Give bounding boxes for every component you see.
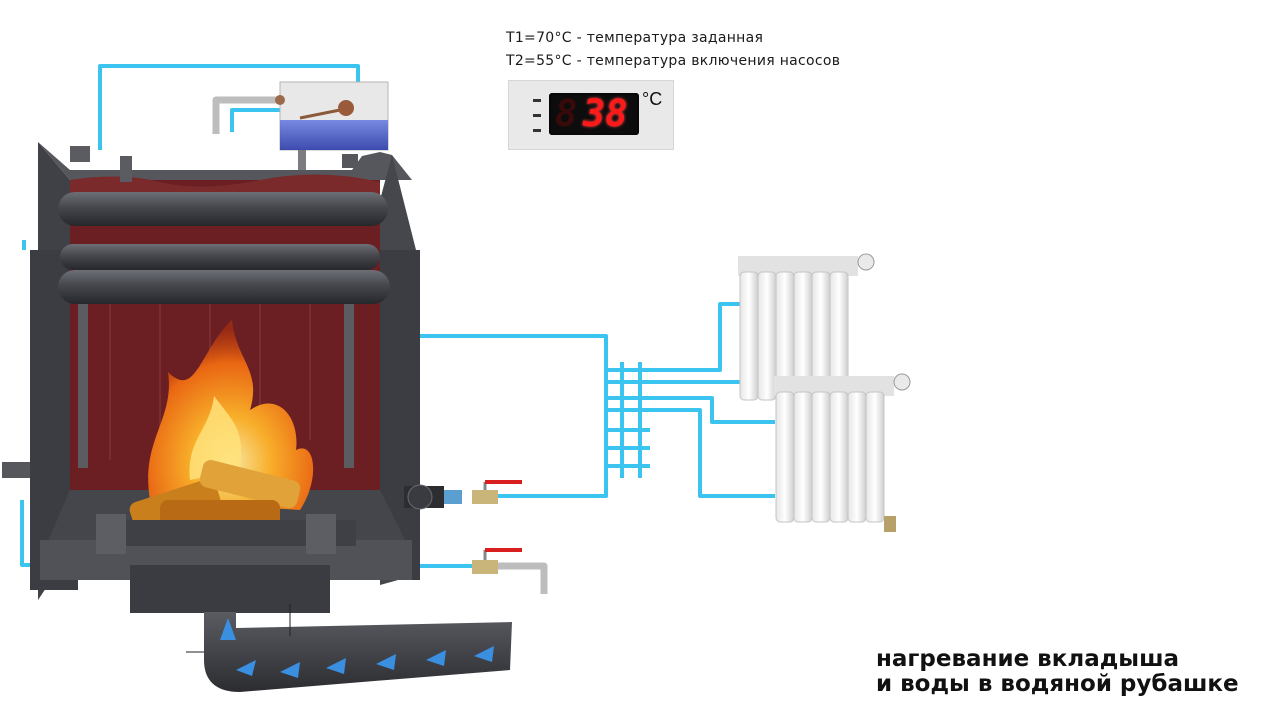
fire — [129, 320, 314, 532]
controller-tick — [533, 99, 541, 102]
valve-supply — [472, 480, 522, 504]
caption-line-2: и воды в водяной рубашке — [876, 671, 1239, 697]
controller-tick — [533, 114, 541, 117]
valve-drain — [472, 548, 522, 574]
air-intake-duct — [204, 612, 512, 692]
expansion-tank — [275, 81, 389, 186]
radiator-lower — [774, 373, 911, 532]
led-display: 8. 38 — [549, 93, 639, 135]
heat-exchanger-tubes — [58, 192, 390, 304]
firewood — [129, 460, 301, 532]
legend-t1: T1=70°C - температура заданная — [506, 30, 764, 46]
grate — [96, 514, 356, 554]
caption-line-1: нагревание вкладыша — [876, 646, 1180, 672]
water-pipes — [20, 64, 775, 568]
temperature-controller: 8. 38 °C — [508, 80, 674, 150]
controller-tick — [533, 129, 541, 132]
circulation-pump — [404, 484, 462, 510]
display-ghost-digit: 8. — [555, 92, 600, 135]
drain-pipe — [212, 96, 548, 594]
display-unit: °C — [642, 89, 663, 109]
display-reading: 38 — [583, 92, 628, 135]
float-ball — [338, 100, 354, 116]
caption: нагревание вкладыша и воды в водяной руб… — [876, 647, 1239, 697]
legend-t2: T2=55°C - температура включения насосов — [506, 53, 841, 69]
